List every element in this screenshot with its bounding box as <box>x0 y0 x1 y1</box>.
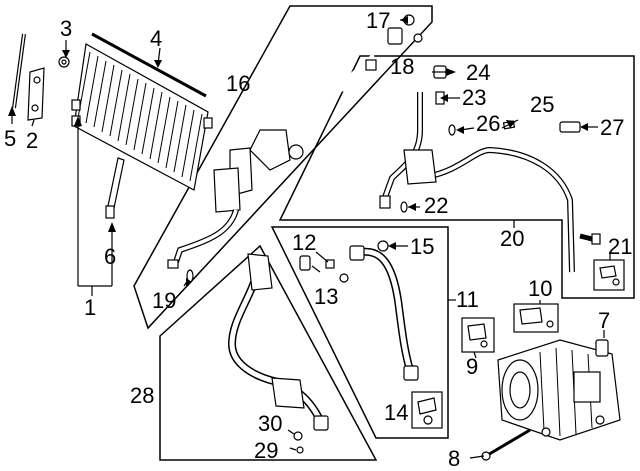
callout-23: 23 <box>462 85 486 110</box>
group-20-outline <box>278 55 635 299</box>
callout-labels: 1 2 3 4 5 6 7 8 9 10 11 12 13 14 15 16 1… <box>4 8 632 471</box>
callout-18: 18 <box>390 54 414 79</box>
group-28-outline <box>159 244 378 461</box>
callout-29: 29 <box>254 438 278 463</box>
callout-7: 7 <box>598 308 610 333</box>
o-ring-15 <box>377 240 389 252</box>
fitting-12 <box>325 259 335 269</box>
valve-18 <box>413 33 423 43</box>
bracket-5 <box>12 33 26 109</box>
seal-kit-9 <box>461 317 495 353</box>
bolt-8 <box>481 428 531 461</box>
switch-27 <box>559 121 581 133</box>
callout-12: 12 <box>292 230 316 255</box>
group-11-outline <box>270 226 449 439</box>
callout-24: 24 <box>466 60 490 85</box>
callout-13: 13 <box>314 284 338 309</box>
callout-21: 21 <box>608 234 632 259</box>
group-16-outline <box>133 5 433 330</box>
callout-20: 20 <box>500 226 524 251</box>
callout-25: 25 <box>530 92 554 117</box>
bolt-3 <box>58 56 70 68</box>
callout-30: 30 <box>258 411 282 436</box>
callout-11: 11 <box>456 287 479 312</box>
o-ring-30 <box>293 431 303 441</box>
seal-kit-14 <box>411 391 443 429</box>
callout-19: 19 <box>152 288 176 313</box>
hose-group-16 <box>167 27 403 269</box>
callout-6: 6 <box>104 244 116 269</box>
callout-26: 26 <box>476 111 500 136</box>
mount-2 <box>27 67 45 121</box>
condenser <box>71 43 213 191</box>
o-ring-26 <box>448 124 456 136</box>
callout-10: 10 <box>528 276 552 301</box>
callout-3: 3 <box>60 16 72 41</box>
callout-4: 4 <box>150 26 162 51</box>
o-ring-29 <box>296 446 304 454</box>
callout-15: 15 <box>410 234 434 259</box>
seal-kit-10 <box>513 303 559 333</box>
callout-5: 5 <box>4 126 16 151</box>
callout-22: 22 <box>424 193 448 218</box>
callout-16: 16 <box>226 71 250 96</box>
callout-1: 1 <box>84 295 96 320</box>
compressor-7 <box>497 339 621 441</box>
o-ring-22 <box>400 201 408 213</box>
hose-group-11 <box>349 245 419 381</box>
callout-17: 17 <box>366 8 390 33</box>
callout-27: 27 <box>600 115 624 140</box>
seal-kit-21 <box>593 259 625 291</box>
callout-2: 2 <box>26 128 38 153</box>
drier-6 <box>105 157 125 219</box>
nut-13 <box>339 273 349 283</box>
seal-strip <box>91 32 207 98</box>
valve-13 <box>299 255 311 271</box>
hose-group-28 <box>227 253 329 431</box>
callout-28: 28 <box>130 383 154 408</box>
callout-14: 14 <box>384 400 408 425</box>
callout-9: 9 <box>466 354 478 379</box>
callout-8: 8 <box>448 446 460 471</box>
arrowheads <box>8 16 588 288</box>
hose-group-20 <box>379 92 601 273</box>
